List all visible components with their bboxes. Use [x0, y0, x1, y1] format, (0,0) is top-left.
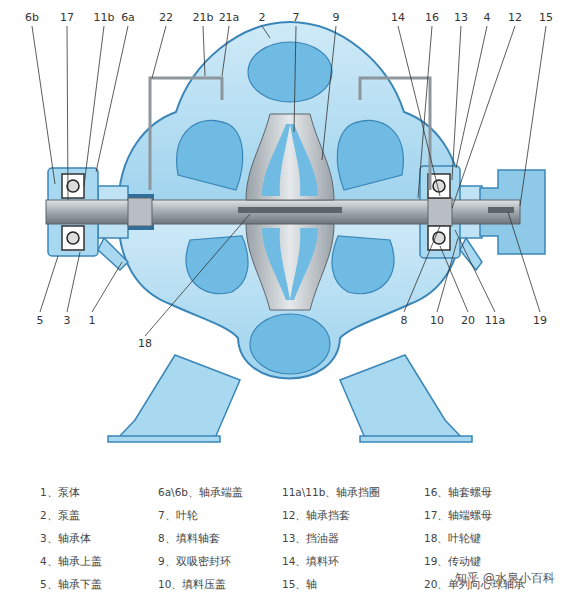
watermark: 知乎 @水泉小百科: [455, 572, 555, 585]
table-cell: 9、双吸密封环: [158, 556, 231, 568]
callout-number: 18: [137, 338, 153, 350]
callout-number: 10: [429, 315, 445, 327]
callout-number: 22: [158, 12, 174, 24]
callout-number: 20: [460, 315, 476, 327]
table-cell: 6a\6b、轴承端盖: [158, 487, 243, 499]
table-cell: 12、轴承挡套: [282, 510, 350, 522]
table-cell: 13、挡油器: [282, 533, 339, 545]
callout-number: 21b: [192, 12, 215, 24]
callout-number: 15: [538, 12, 554, 24]
table-cell: 18、叶轮键: [424, 533, 481, 545]
table-cell: 16、轴套螺母: [424, 487, 492, 499]
callout-number: 13: [453, 12, 469, 24]
callout-number: 6a: [120, 12, 136, 24]
table-cell: 4、轴承上盖: [40, 556, 102, 568]
table-cell: 1、泵体: [40, 487, 80, 499]
callout-number: 4: [483, 12, 492, 24]
callout-number: 16: [424, 12, 440, 24]
callout-number: 11a: [484, 315, 507, 327]
callout-number: 3: [63, 315, 72, 327]
callout-number: 11b: [93, 12, 116, 24]
callout-number: 14: [390, 12, 406, 24]
table-cell: 3、轴承体: [40, 533, 91, 545]
table-cell: 11a\11b、轴承挡圈: [282, 487, 380, 499]
callout-number: 5: [36, 315, 45, 327]
table-cell: 15、轴: [282, 579, 317, 591]
callout-number: 1: [88, 315, 97, 327]
callout-number: 12: [507, 12, 523, 24]
table-cell: 7、叶轮: [158, 510, 198, 522]
callout-number: 8: [400, 315, 409, 327]
callout-number: 2: [258, 12, 267, 24]
table-cell: 19、传动键: [424, 556, 481, 568]
callout-number: 17: [59, 12, 75, 24]
callout-number: 19: [532, 315, 548, 327]
callout-number: 21a: [218, 12, 241, 24]
table-cell: 5、轴承下盖: [40, 579, 102, 591]
table-cell: 2、泵盖: [40, 510, 80, 522]
table-cell: 8、填料轴套: [158, 533, 220, 545]
callout-number: 6b: [24, 12, 40, 24]
callout-number: 7: [292, 12, 301, 24]
table-cell: 14、填料环: [282, 556, 339, 568]
callout-number: 9: [332, 12, 341, 24]
table-cell: 17、轴端螺母: [424, 510, 492, 522]
table-cell: 10、填料压盖: [158, 579, 226, 591]
